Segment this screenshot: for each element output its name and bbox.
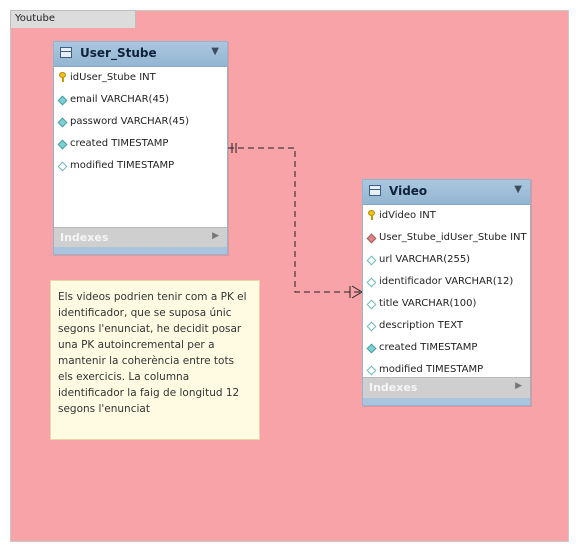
indexes-label: Indexes <box>60 231 109 244</box>
column-row[interactable]: created TIMESTAMP <box>363 339 530 361</box>
filled-diamond-icon <box>57 139 68 150</box>
column-row[interactable]: url VARCHAR(255) <box>363 251 530 273</box>
column-text: title VARCHAR(100) <box>379 298 477 309</box>
hollow-diamond-icon <box>57 161 68 172</box>
column-text: password VARCHAR(45) <box>70 116 189 127</box>
column-row[interactable]: idUser_Stube INT <box>54 69 227 91</box>
hollow-diamond-icon <box>366 255 377 266</box>
hollow-diamond-icon <box>366 277 377 288</box>
column-text: email VARCHAR(45) <box>70 94 170 105</box>
column-text: description TEXT <box>379 320 463 331</box>
table-header[interactable]: Video ▼ <box>363 180 530 205</box>
column-row[interactable]: password VARCHAR(45) <box>54 113 227 135</box>
primary-key-icon <box>59 72 66 82</box>
filled-diamond-icon <box>57 95 68 106</box>
column-list: idUser_Stube INT email VARCHAR(45) passwor… <box>54 67 227 179</box>
table-icon <box>369 185 381 196</box>
foreign-key-icon <box>366 233 377 244</box>
column-text: created TIMESTAMP <box>70 138 169 149</box>
column-text: idUser_Stube INT <box>70 72 156 83</box>
column-row[interactable]: User_Stube_idUser_Stube INT <box>363 229 530 251</box>
column-row[interactable]: description TEXT <box>363 317 530 339</box>
column-row[interactable]: modified TIMESTAMP <box>363 361 530 383</box>
table-user-stube[interactable]: User_Stube ▼ idUser_Stube INT email VARCH… <box>53 41 228 255</box>
collapse-arrow-icon[interactable]: ▼ <box>514 184 522 195</box>
hollow-diamond-icon <box>366 365 377 376</box>
table-footer <box>54 247 227 254</box>
column-list: idVideo INT User_Stube_idUser_Stube INT ur… <box>363 205 530 383</box>
crowfoot-mark <box>351 285 363 293</box>
note-text: Els videos podrien tenir com a PK el ide… <box>58 291 247 415</box>
column-row[interactable]: email VARCHAR(45) <box>54 91 227 113</box>
column-text: url VARCHAR(255) <box>379 254 471 265</box>
column-row[interactable]: title VARCHAR(100) <box>363 295 530 317</box>
table-header[interactable]: User_Stube ▼ <box>54 42 227 67</box>
column-text: modified TIMESTAMP <box>70 160 175 171</box>
hollow-diamond-icon <box>366 299 377 310</box>
column-row[interactable]: created TIMESTAMP <box>54 135 227 157</box>
table-name: Video <box>389 184 428 198</box>
column-row[interactable]: idVideo INT <box>363 207 530 229</box>
layer-tab[interactable]: Youtube <box>10 10 136 28</box>
primary-key-icon <box>368 210 375 220</box>
indexes-label: Indexes <box>369 381 418 394</box>
column-text: identificador VARCHAR(12) <box>379 276 514 287</box>
hollow-diamond-icon <box>366 321 377 332</box>
table-name: User_Stube <box>80 46 157 60</box>
column-text: created TIMESTAMP <box>379 342 478 353</box>
indexes-section[interactable]: Indexes ▶ <box>54 227 227 248</box>
column-text: idVideo INT <box>379 210 436 221</box>
indexes-section[interactable]: Indexes ▶ <box>363 377 530 398</box>
collapse-arrow-icon[interactable]: ▼ <box>211 46 219 57</box>
filled-diamond-icon <box>57 117 68 128</box>
layer-title: Youtube <box>15 13 55 24</box>
table-icon <box>60 47 72 58</box>
table-footer <box>363 398 530 405</box>
expand-arrow-icon[interactable]: ▶ <box>212 231 219 241</box>
table-video[interactable]: Video ▼ idVideo INT User_Stube_idUser_Stu… <box>362 179 531 406</box>
filled-diamond-icon <box>366 343 377 354</box>
column-text: modified TIMESTAMP <box>379 364 484 375</box>
column-text: User_Stube_idUser_Stube INT <box>379 232 527 243</box>
expand-arrow-icon[interactable]: ▶ <box>515 381 522 391</box>
column-row[interactable]: identificador VARCHAR(12) <box>363 273 530 295</box>
crowfoot-mark <box>351 291 363 299</box>
column-row[interactable]: modified TIMESTAMP <box>54 157 227 179</box>
note-box[interactable]: Els videos podrien tenir com a PK el ide… <box>50 280 260 440</box>
